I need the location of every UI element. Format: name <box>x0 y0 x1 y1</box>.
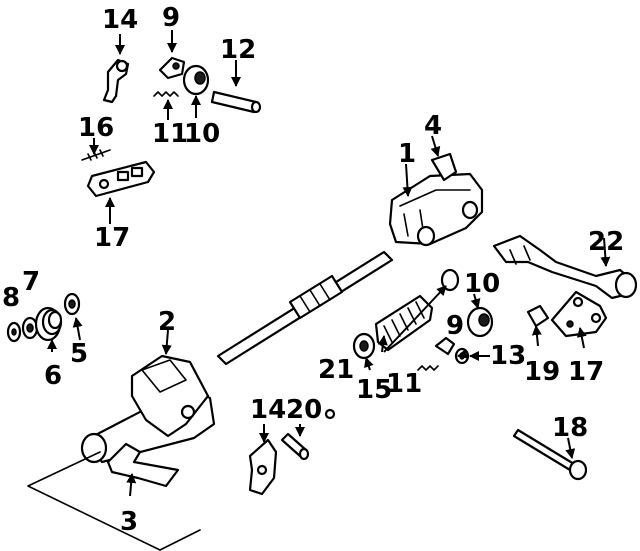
callout-13: 13 <box>490 341 526 371</box>
part-9-pawl-top <box>158 56 186 80</box>
part-14-lever-lower <box>248 438 278 496</box>
leader-lines <box>47 30 611 497</box>
part-6-spring <box>34 306 63 342</box>
callout-5: 5 <box>70 339 88 369</box>
part-5-bearing <box>63 292 81 316</box>
callout-22: 22 <box>588 227 624 257</box>
callout-4: 4 <box>424 111 442 141</box>
bracket-outline <box>27 451 201 551</box>
part-21-bearing <box>352 332 376 360</box>
part-17-plate-right <box>550 290 608 338</box>
callout-16: 16 <box>78 113 114 143</box>
part-3-bracket <box>106 442 180 488</box>
callout-18: 18 <box>552 413 588 443</box>
callout-8: 8 <box>2 283 20 313</box>
callout-6: 6 <box>44 361 62 391</box>
part-7-washer <box>21 316 39 340</box>
part-10-gear-right <box>466 306 494 338</box>
callout-17-top: 17 <box>94 223 130 253</box>
callout-2: 2 <box>158 307 176 337</box>
callout-14-lower: 14 <box>250 395 286 425</box>
callout-9-right: 9 <box>446 311 464 341</box>
callout-19: 19 <box>524 357 560 387</box>
callout-7: 7 <box>22 267 40 297</box>
callout-21: 21 <box>318 355 354 385</box>
part-ball-small <box>324 408 336 420</box>
part-11-spring-top <box>153 91 179 97</box>
callout-11-top: 11 <box>152 119 188 149</box>
shaft-long <box>216 250 394 366</box>
part-17-plate-top <box>86 160 156 198</box>
part-20-pin <box>280 432 310 461</box>
callout-17-right: 17 <box>568 357 604 387</box>
callout-1: 1 <box>398 139 416 169</box>
part-10-gear-top <box>182 64 210 96</box>
part-16-spring-pin <box>81 149 111 161</box>
part-8-washer <box>6 321 22 343</box>
part-2-jacket <box>80 354 216 464</box>
callout-3: 3 <box>120 507 138 537</box>
part-14-lever-top <box>102 58 130 104</box>
part-1-housing <box>388 152 484 247</box>
callout-20: 20 <box>286 395 322 425</box>
callout-9-top: 9 <box>162 3 180 33</box>
callout-labels: 14 9 12 11 10 16 17 4 1 22 8 7 5 6 2 10 … <box>2 3 624 537</box>
callout-10-top: 10 <box>184 119 220 149</box>
part-18-bolt <box>512 428 588 481</box>
part-9-pawl-right <box>434 336 456 356</box>
callout-15: 15 <box>356 375 392 405</box>
part-15-boot <box>374 268 460 352</box>
callout-10-right: 10 <box>464 269 500 299</box>
part-22-shift-lever <box>492 234 638 300</box>
part-19-bolt <box>526 304 550 328</box>
callout-12: 12 <box>220 35 256 65</box>
part-12-pin <box>210 90 262 114</box>
callout-11-right: 11 <box>386 369 422 399</box>
callout-14-top: 14 <box>102 5 138 35</box>
part-11-spring-right <box>417 365 439 371</box>
